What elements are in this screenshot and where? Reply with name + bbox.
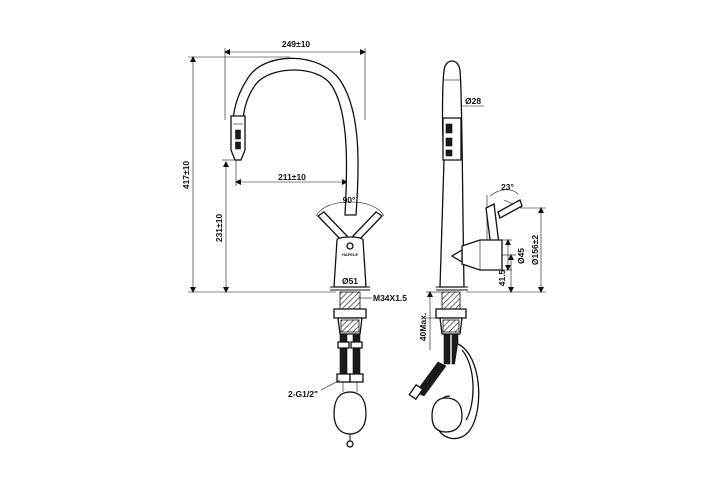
deck-thickness-label: 40Max. <box>418 313 428 341</box>
outlet-height-dimension: 231±10 <box>214 159 236 293</box>
outlet-height-label: 231±10 <box>214 214 224 243</box>
spout-reach-dimension: 211±10 <box>235 150 348 186</box>
overall-height-dimension: 417±10 <box>181 56 336 293</box>
side-view: Ø28 23° Ø45 Ø156±2 41.5 <box>408 60 546 440</box>
overall-width-label: 249±10 <box>282 39 311 49</box>
handle-diameter-label: Ø45 <box>516 248 526 264</box>
inlet-hoses-label: 2-G1/2" <box>288 389 318 399</box>
gooseneck-spout <box>232 57 359 216</box>
thread-label: M34X1.5 <box>373 293 407 303</box>
mounting-nut <box>333 308 367 319</box>
spout-diameter-label: Ø28 <box>465 96 481 106</box>
counterweight <box>333 391 367 435</box>
overall-height-label: 417±10 <box>181 161 191 190</box>
right-lever <box>352 211 384 242</box>
lever-height-label: Ø156±2 <box>530 235 540 265</box>
brand-label: HAFELE <box>342 252 358 257</box>
handle-height-label: 41.5 <box>497 269 507 286</box>
inlet-hoses <box>336 333 364 392</box>
overall-width-dimension: 249±10 <box>224 39 366 120</box>
lever-angle-label: 90° <box>343 195 356 205</box>
side-counterweight <box>431 397 463 433</box>
base-diameter-label: Ø51 <box>342 276 358 286</box>
spout-reach-label: 211±10 <box>278 172 306 182</box>
side-lever-angle-label: 23° <box>501 182 514 192</box>
left-lever <box>316 211 348 242</box>
faucet-body <box>333 236 367 288</box>
mounting-thread <box>339 291 361 310</box>
side-handle <box>461 239 503 271</box>
front-view: 249±10 417±10 231±10 211±10 <box>181 39 407 448</box>
